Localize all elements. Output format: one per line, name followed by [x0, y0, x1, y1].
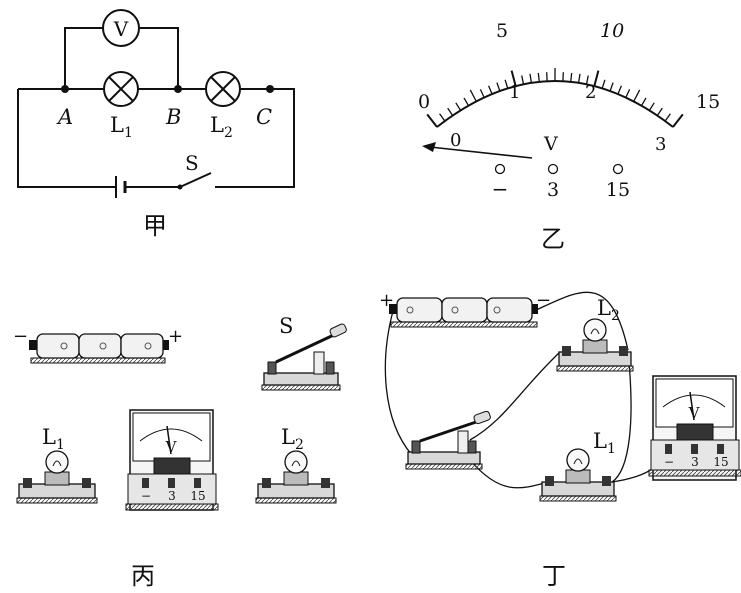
kit-meter-terminal-15: 15: [190, 489, 205, 503]
kit-battery-minus: −: [13, 326, 28, 347]
kit-voltmeter: [125, 409, 219, 511]
inner-tick-1: 1: [509, 82, 520, 103]
dial-tick-mark: [664, 113, 671, 122]
node-b-label: B: [165, 105, 181, 129]
dial-tick-mark: [537, 72, 540, 82]
outer-tick-15: 15: [696, 91, 720, 113]
dial-tick-mark: [656, 107, 663, 116]
dial-tick-mark: [469, 89, 477, 102]
dial-tick-mark: [672, 113, 684, 128]
wired-battery-pack: [389, 297, 538, 328]
terminal-negative: [494, 163, 506, 175]
wired-meter-terminal-neg: −: [664, 455, 674, 469]
dial-tick-mark: [439, 113, 446, 122]
dial-tick-mark: [479, 89, 485, 98]
dial-arc: [436, 80, 674, 128]
circuit-diagram: V S A B C L1 L2: [17, 9, 295, 198]
terminal-negative-label: −: [492, 177, 509, 201]
dial-tick-mark: [426, 113, 438, 128]
wired-meter-terminal-3: 3: [691, 455, 699, 469]
kit-battery-pack: [29, 333, 169, 364]
wired-lamp-l2: [556, 318, 634, 372]
kit-switch-label: S: [279, 314, 293, 338]
inner-tick-3: 3: [655, 134, 666, 155]
meter-needle: [429, 146, 533, 159]
wired-battery-plus: +: [379, 290, 394, 311]
dial-tick-mark: [463, 97, 470, 107]
kit-switch: [261, 323, 347, 391]
wired-lamp-l1-label: L1: [593, 429, 616, 457]
outer-tick-10: 10: [600, 20, 624, 42]
dial-tick-mark: [617, 85, 622, 95]
kit-lamp-l1-label: L1: [42, 425, 65, 453]
node-b-dot: [174, 85, 182, 93]
wired-lamp-l1: [539, 448, 617, 502]
caption-bing: 丙: [131, 562, 155, 590]
kit-meter-unit: V: [165, 438, 178, 456]
kit-battery-plus: +: [168, 326, 183, 347]
node-a-dot: [61, 85, 69, 93]
lamp-l2-label: L2: [210, 113, 233, 141]
lamp-l2-symbol: [205, 71, 241, 107]
node-c-label: C: [256, 105, 272, 129]
caption-jia: 甲: [143, 212, 167, 240]
dial-tick-mark: [455, 102, 462, 111]
wired-voltmeter: [648, 375, 741, 481]
dial-tick-mark: [593, 70, 600, 87]
dial-tick-mark: [521, 75, 525, 85]
inner-tick-0: 0: [450, 130, 461, 151]
dial-tick-mark: [609, 82, 614, 92]
outer-tick-0: 0: [418, 91, 430, 113]
dial-tick-mark: [570, 72, 573, 82]
inner-tick-2: 2: [585, 82, 596, 103]
kit-lamp-l2-label: L2: [281, 425, 304, 453]
dial-tick-mark: [601, 79, 606, 89]
wired-lamp-l2-label: L2: [597, 296, 620, 324]
caption-yi: 乙: [541, 225, 565, 253]
wired-meter-terminal-15: 15: [713, 455, 728, 469]
dial-tick-mark: [510, 70, 517, 87]
lamp-l1-label: L1: [110, 113, 133, 141]
dial-tick-mark: [488, 85, 493, 95]
dial-tick-mark: [529, 73, 533, 83]
meter-dial: 0 5 10 15 0 1 2 3 V − 3 15: [418, 20, 720, 201]
dial-tick-mark: [633, 89, 641, 102]
terminal-3v: [547, 163, 559, 175]
dial-tick-mark: [640, 97, 647, 107]
dial-ticks: [426, 68, 684, 128]
kit-lamp-l2: [255, 450, 337, 504]
wired-switch: [405, 410, 491, 470]
terminal-3v-label: 3: [547, 179, 559, 201]
kit-lamp-l1: [16, 450, 98, 504]
node-c-dot: [266, 85, 274, 93]
kit-meter-terminal-3: 3: [168, 489, 176, 503]
kit-meter-terminal-neg: −: [141, 489, 151, 503]
needle-arrowhead: [422, 142, 436, 152]
voltmeter-symbol-label: V: [113, 17, 129, 41]
terminal-15v: [612, 163, 624, 175]
switch-blade: [179, 172, 212, 188]
dial-tick-mark: [577, 73, 581, 83]
switch-label: S: [185, 151, 199, 175]
dial-tick-mark: [496, 82, 501, 92]
voltmeter-symbol: [102, 9, 140, 47]
caption-ding: 丁: [542, 562, 566, 590]
outer-tick-5: 5: [496, 20, 508, 42]
meter-unit-label: V: [543, 133, 558, 155]
dial-tick-mark: [585, 75, 589, 85]
node-a-label: A: [56, 105, 73, 129]
dial-tick-mark: [447, 107, 454, 116]
terminal-15v-label: 15: [606, 179, 630, 201]
dial-tick-mark: [648, 102, 655, 111]
dial-tick-mark: [625, 89, 631, 98]
dial-tick-mark: [504, 79, 509, 89]
wired-meter-unit: V: [688, 404, 701, 422]
lamp-l1-symbol: [103, 71, 139, 107]
wired-battery-minus: −: [536, 290, 551, 311]
